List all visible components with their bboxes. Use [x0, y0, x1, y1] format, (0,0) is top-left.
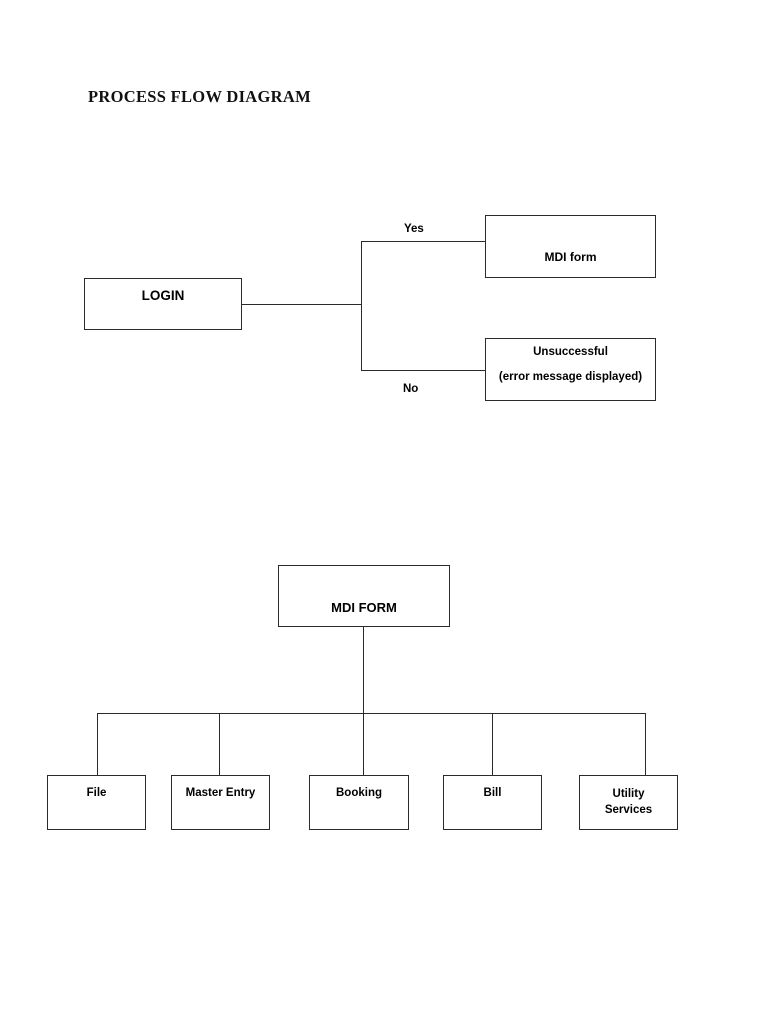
- menu-node-file: File: [47, 775, 146, 830]
- unsuccessful-node-text: Unsuccessful (error message displayed): [486, 345, 655, 385]
- menu-node-utility-services: Utility Services: [579, 775, 678, 830]
- menu-node-file-label: File: [86, 787, 107, 799]
- menu-node-utility-services-text: Utility Services: [580, 787, 677, 818]
- menu-node-booking-label: Booking: [336, 787, 382, 799]
- connector-drop-booking: [363, 713, 364, 775]
- login-node-label: LOGIN: [141, 288, 185, 303]
- menu-node-bill: Bill: [443, 775, 542, 830]
- connector-fork-spine: [361, 241, 362, 371]
- branch-label-no: No: [403, 383, 419, 395]
- connector-horizontal-bus: [97, 713, 645, 714]
- connector-root-to-bus: [363, 627, 364, 713]
- unsuccessful-node-line1: Unsuccessful: [533, 346, 608, 358]
- unsuccessful-node: Unsuccessful (error message displayed): [485, 338, 656, 401]
- mdi-form-root-node: MDI FORM: [278, 565, 450, 627]
- menu-node-booking: Booking: [309, 775, 409, 830]
- login-node: LOGIN: [84, 278, 242, 330]
- connector-yes-branch: [361, 241, 486, 242]
- connector-drop-bill: [492, 713, 493, 775]
- mdi-form-root-label: MDI FORM: [331, 600, 397, 616]
- connector-drop-file: [97, 713, 98, 775]
- mdi-form-node-label: MDI form: [544, 249, 597, 264]
- menu-node-master-entry-label: Master Entry: [185, 787, 256, 799]
- connector-no-branch: [361, 370, 486, 371]
- page-title: PROCESS FLOW DIAGRAM: [88, 87, 311, 106]
- menu-node-utility-services-line1: Utility: [612, 787, 645, 800]
- connector-drop-utility-services: [645, 713, 646, 775]
- connector-login-to-fork: [242, 304, 362, 305]
- menu-node-bill-label: Bill: [483, 787, 502, 799]
- branch-label-yes: Yes: [404, 223, 424, 235]
- menu-node-utility-services-line2: Services: [604, 803, 653, 816]
- mdi-form-node: MDI form: [485, 215, 656, 278]
- menu-node-master-entry: Master Entry: [171, 775, 270, 830]
- connector-drop-master-entry: [219, 713, 220, 775]
- unsuccessful-node-line2: (error message displayed): [498, 370, 643, 383]
